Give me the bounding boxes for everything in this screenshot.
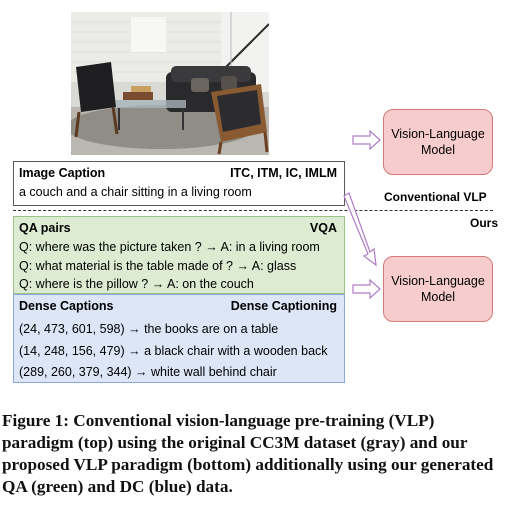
image-caption-label: Image Caption <box>19 166 106 180</box>
vlm-top-line-1: Vision-Language <box>391 127 485 141</box>
qa-line-2: Q: what material is the table made of ? … <box>19 259 297 273</box>
arrow-right-icon <box>352 278 381 300</box>
vlm-bottom-line-2: Model <box>420 290 456 304</box>
vlm-bottom-line-1: Vision-Language <box>391 274 485 288</box>
conventional-vlp-label: Conventional VLP <box>384 190 487 204</box>
dense-captions-label: Dense Captions <box>19 299 114 313</box>
qa-line-3: Q: where is the pillow ? → A: on the cou… <box>19 277 254 291</box>
figure-caption: Figure 1: Conventional vision-language p… <box>2 411 494 496</box>
qa-pairs-label: QA pairs <box>19 221 71 235</box>
image-caption-box <box>13 161 345 206</box>
dense-line-1: (24, 473, 601, 598) → the books are on a… <box>19 322 279 336</box>
image-caption-tasks: ITC, ITM, IC, IMLM <box>230 166 337 180</box>
image-caption-text: a couch and a chair sitting in a living … <box>19 185 252 199</box>
vlm-box-top: Vision-Language Model <box>383 109 493 175</box>
dense-line-3: (289, 260, 379, 344) → white wall behind… <box>19 365 277 379</box>
arrows-layer <box>343 129 381 300</box>
vlm-box-bottom: Vision-Language Model <box>383 256 493 322</box>
ours-label: Ours <box>470 216 499 230</box>
qa-line-1: Q: where was the picture taken ? → A: in… <box>19 240 320 254</box>
arrow-right-icon <box>352 129 381 151</box>
vlm-top-line-2: Model <box>420 143 456 157</box>
qa-task-label: VQA <box>309 221 337 235</box>
dense-line-2: (14, 248, 156, 479) → a black chair with… <box>19 344 328 358</box>
separator-line <box>13 210 493 211</box>
arrow-diagonal-icon <box>343 192 377 267</box>
dense-captions-box <box>13 294 345 383</box>
qa-pairs-box <box>13 216 345 294</box>
living-room-photo <box>71 12 269 155</box>
dense-task-label: Dense Captioning <box>230 299 337 313</box>
